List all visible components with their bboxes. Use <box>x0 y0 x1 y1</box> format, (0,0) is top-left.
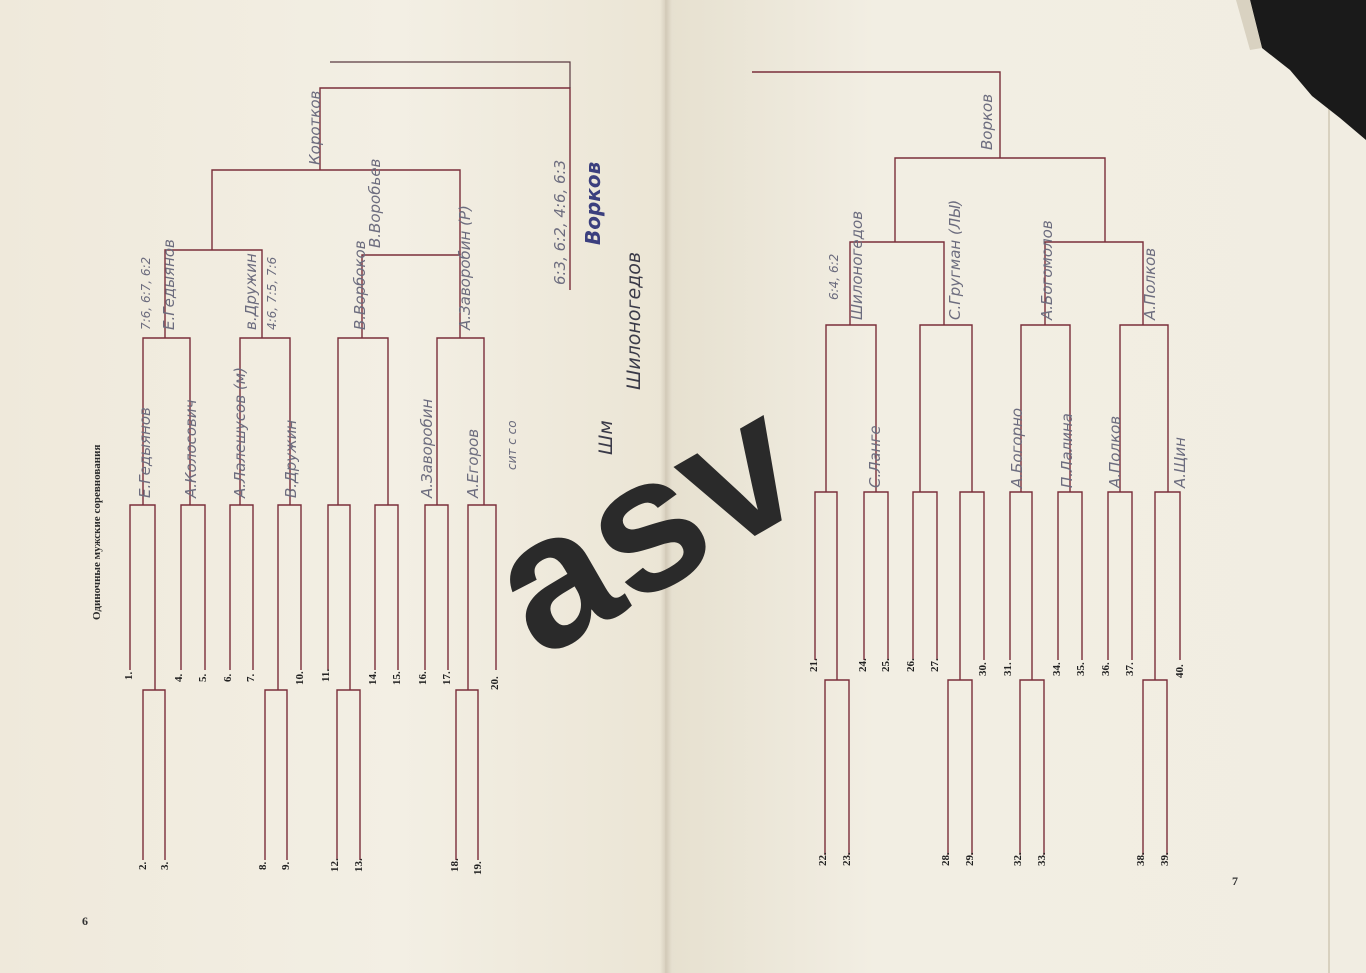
round1-brackets-right <box>814 491 1181 680</box>
draw-number: 37. <box>1124 662 1136 676</box>
draw-number: 33. <box>1036 852 1048 866</box>
round5-brackets-left <box>319 61 571 290</box>
right-margin-line <box>1328 0 1330 973</box>
draw-number: 26. <box>905 658 917 672</box>
player-name: С.Гругман (ЛЫ) <box>946 200 964 320</box>
stamp-note: Шм <box>595 420 617 455</box>
draw-number: 17. <box>441 671 453 685</box>
page-fold <box>660 0 672 973</box>
player-name: А.Заворобин <box>418 398 436 499</box>
draw-number: 16. <box>417 671 429 685</box>
player-name: Е.Гедыянов <box>160 239 178 330</box>
loser-note: Шилоногедов <box>623 252 645 390</box>
draw-number: 35. <box>1075 662 1087 676</box>
player-name: Коротков <box>306 90 324 165</box>
player-name: А.Егоров <box>464 429 482 499</box>
draw-number: 38. <box>1135 852 1147 866</box>
draw-number: 11. <box>320 669 332 682</box>
torn-corner-shadow <box>1250 0 1366 140</box>
draw-number: 12. <box>329 858 341 872</box>
draw-number: 4. <box>173 674 185 683</box>
page-number-left: 6 <box>82 914 88 928</box>
player-name: А.Заворобин (Р) <box>456 205 474 331</box>
round1-brackets-left <box>129 504 497 690</box>
draw-number: 19. <box>472 861 484 875</box>
final-score: 6:3, 6:2, 4:6, 6:3 <box>551 160 569 285</box>
match-score: 6:4, 6:2 <box>827 254 841 300</box>
draw-number: 34. <box>1051 662 1063 676</box>
player-name: Воркoв <box>978 94 996 150</box>
player-name: В.Дружин <box>282 420 300 498</box>
draw-number: 15. <box>391 671 403 685</box>
player-name: В.Ворбоков <box>351 240 369 330</box>
player-name: С.Ланге <box>866 425 884 488</box>
draw-number: 25. <box>880 658 892 672</box>
match-score: 7:6, 6:7, 6:2 <box>139 257 153 330</box>
draw-number: 23. <box>841 852 853 866</box>
draw-number: 8. <box>257 862 269 871</box>
draw-number: 27. <box>929 658 941 672</box>
draw-number: 2. <box>137 862 149 871</box>
draw-number: 7. <box>245 674 257 683</box>
player-name: А.Щин <box>1171 437 1189 489</box>
round3-brackets-left <box>164 249 461 338</box>
left-page <box>0 0 665 973</box>
player-name: Шилоногедов <box>848 211 866 320</box>
player-name: Е.Гедыянов <box>136 407 154 498</box>
handwriting-left-final: Коротков 6:3, 6:2, 4:6, 6:3 Воркoв Шилон… <box>306 90 645 455</box>
draw-number: 21. <box>808 658 820 672</box>
torn-corner-edge <box>1236 0 1262 50</box>
player-name: П.Лалина <box>1058 413 1076 488</box>
draw-number: 24. <box>857 658 869 672</box>
draw-number: 14. <box>367 671 379 685</box>
handwriting-right: С.Ланге А.Богорно П.Лалина А.Полков А.Щи… <box>827 94 1189 489</box>
player-name: А.Богорно <box>1008 408 1026 489</box>
player-name: В.Воробьев <box>366 158 384 248</box>
match-note: сит с со <box>505 420 519 470</box>
draw-number: 9. <box>280 862 292 871</box>
draw-number: 22. <box>817 852 829 866</box>
draw-number: 32. <box>1012 852 1024 866</box>
draw-number: 31. <box>1002 662 1014 676</box>
handwriting-left-r1: Е.Гедыянов А.Колосович А.Лалешусов (м) В… <box>136 240 519 499</box>
prelim-brackets-left <box>142 689 479 860</box>
draw-number: 29. <box>964 852 976 866</box>
round5-brackets-right <box>752 71 1001 158</box>
handwriting-left-r2: Е.Гедыянов в.Дружин А.Заворобин (Р) 7:6,… <box>139 158 474 331</box>
draw-number: 5. <box>197 674 209 683</box>
player-name: А.Полков <box>1106 416 1124 489</box>
draw-number: 40. <box>1174 664 1186 678</box>
draw-number: 36. <box>1100 662 1112 676</box>
match-score: 4:6, 7:5, 7:6 <box>265 256 279 330</box>
round4-brackets-left <box>211 169 461 255</box>
right-page <box>665 0 1366 973</box>
player-name: А.Лалешусов (м) <box>231 367 249 499</box>
round2-brackets-right <box>825 324 1169 492</box>
final-winner: Воркoв <box>581 162 605 245</box>
draw-title: Одиночные мужские соревнования <box>91 445 103 620</box>
draw-number: 18. <box>449 858 461 872</box>
draw-number: 10. <box>294 671 306 685</box>
player-name: А.Колосович <box>182 399 200 499</box>
watermark-logo: asv <box>455 353 836 695</box>
draw-number: 39. <box>1159 852 1171 866</box>
draw-numbers-right: 21. 22. 23. 24. 25. 26. 27. 28. 29. 30. … <box>808 658 1186 866</box>
round4-brackets-right <box>894 157 1106 242</box>
draw-number: 30. <box>977 662 989 676</box>
page-number-right: 7 <box>1232 874 1238 888</box>
draw-numbers-left: 1. 2. 3. 4. 5. 6. 7. 8. 9. 10. 11. 12. 1… <box>123 669 501 875</box>
player-name: А.Полков <box>1141 248 1159 321</box>
draw-number: 13. <box>353 858 365 872</box>
player-name: в.Дружин <box>242 253 260 330</box>
draw-number: 28. <box>940 852 952 866</box>
draw-number: 3. <box>159 862 171 871</box>
player-name: А.Богомолов <box>1038 220 1056 321</box>
round3-brackets-right <box>849 241 1144 325</box>
draw-number: 6. <box>222 674 234 683</box>
prelim-brackets-right <box>824 679 1168 855</box>
draw-number: 1. <box>123 672 135 681</box>
draw-number: 20. <box>489 676 501 690</box>
